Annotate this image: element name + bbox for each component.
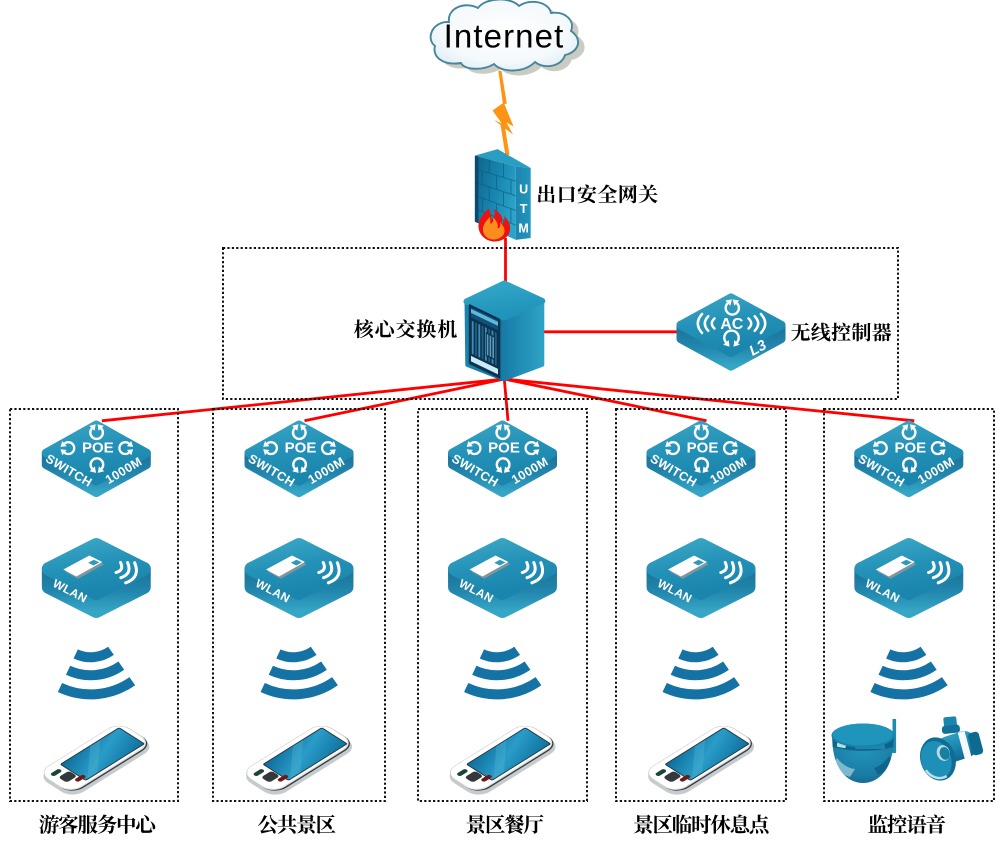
svg-text:M: M — [518, 222, 528, 236]
svg-text:POE: POE — [894, 439, 926, 456]
svg-text:POE: POE — [285, 439, 317, 456]
svg-text:AC: AC — [720, 316, 744, 333]
svg-text:POE: POE — [488, 439, 520, 456]
svg-text:L3: L3 — [747, 337, 770, 359]
svg-text:U: U — [519, 183, 528, 197]
svg-text:T: T — [520, 202, 528, 216]
svg-text:POE: POE — [82, 439, 114, 456]
svg-text:POE: POE — [687, 439, 719, 456]
svg-text:Internet: Internet — [444, 18, 565, 55]
